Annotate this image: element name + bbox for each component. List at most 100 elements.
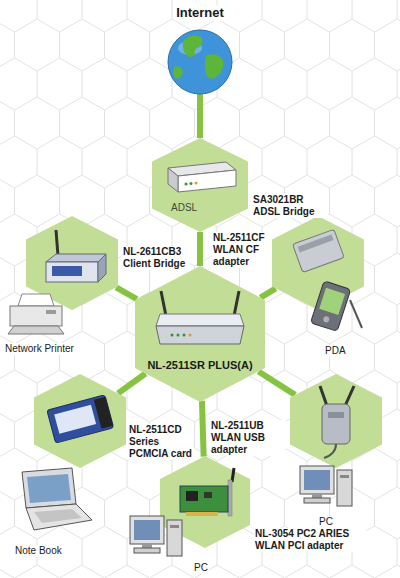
pc-device bbox=[300, 466, 352, 506]
device-name: NL-3054 PC2 ARIES WLAN PCI adapter bbox=[254, 528, 366, 552]
globe-outline bbox=[168, 30, 232, 94]
adsl-modem bbox=[185, 183, 188, 186]
notebook-device bbox=[26, 504, 92, 530]
pcmcia-hexagon: NL-2511CD Series PCMCIA card bbox=[34, 374, 126, 468]
device-name-holder: Internet bbox=[140, 3, 260, 21]
usb-hexagon: NL-2511UB WLAN USB adapter bbox=[290, 374, 382, 468]
adsl-modem bbox=[195, 182, 198, 185]
device-name: NL-2511UB WLAN USB adapter bbox=[210, 420, 286, 456]
device-label: PDA bbox=[324, 345, 347, 357]
hexagon-outline bbox=[135, 266, 265, 402]
device-label-holder: PC bbox=[318, 511, 348, 529]
notebook-device bbox=[27, 474, 71, 503]
adsl-modem bbox=[168, 162, 236, 192]
adsl-hexagon: ADSLSA3021BR ADSL Bridge bbox=[152, 138, 248, 232]
pc-device bbox=[142, 544, 152, 548]
pc-device bbox=[340, 475, 349, 478]
notebook-device bbox=[34, 509, 82, 523]
client-bridge-device bbox=[56, 230, 58, 256]
globe-outline bbox=[168, 30, 232, 94]
device-name-holder: NL-2511UB WLAN USB adapter bbox=[210, 420, 286, 457]
pc-device bbox=[170, 525, 179, 528]
device-name-holder: ADSL bbox=[170, 197, 210, 215]
router-device bbox=[156, 326, 244, 344]
printer-device bbox=[46, 310, 56, 314]
device-model-holder: SA3021BR ADSL Bridge bbox=[252, 194, 328, 219]
pc-device bbox=[167, 520, 182, 556]
hexagon-outline bbox=[160, 456, 250, 548]
adsl-modem bbox=[190, 182, 193, 185]
router-device bbox=[177, 334, 180, 337]
hexagon-outline bbox=[290, 374, 382, 468]
pda-device bbox=[323, 316, 331, 324]
network-link bbox=[260, 288, 275, 297]
client-bridge-device bbox=[46, 262, 98, 282]
pc-device bbox=[304, 498, 330, 503]
pci-card-device bbox=[228, 480, 232, 516]
notebook-device bbox=[22, 468, 76, 508]
pc-device bbox=[130, 516, 182, 556]
pc-device bbox=[134, 548, 160, 553]
device-label: Note Book bbox=[14, 545, 63, 557]
bridge-hexagon: NL-2611CB3 Client Bridge bbox=[26, 216, 118, 310]
pc-device bbox=[134, 520, 160, 540]
router-device bbox=[156, 314, 244, 326]
printer-device bbox=[8, 326, 64, 334]
printer-device bbox=[18, 294, 54, 306]
hexagon-outline bbox=[152, 138, 248, 232]
device-model: SA3021BR ADSL Bridge bbox=[252, 194, 328, 218]
router-hexagon: NL-2511SR PLUS(A) bbox=[135, 266, 265, 402]
pc-device bbox=[300, 466, 334, 494]
pci-card-device bbox=[204, 492, 212, 498]
hexagon-outline bbox=[34, 374, 126, 468]
usb-adapter-device bbox=[328, 412, 344, 418]
pci-hexagon: NL-3054 PC2 ARIES WLAN PCI adapter bbox=[160, 456, 250, 548]
device-name: NL-2511CD Series PCMCIA card bbox=[128, 424, 194, 460]
device-name-holder: NL-2511CD Series PCMCIA card bbox=[128, 424, 194, 461]
hexagon-outline bbox=[26, 216, 118, 310]
hexagon-outline bbox=[152, 138, 248, 232]
network-link bbox=[116, 287, 137, 299]
usb-adapter-device bbox=[322, 404, 350, 444]
network-link bbox=[202, 401, 204, 457]
pc-device bbox=[312, 494, 322, 498]
device-label-holder: PDA bbox=[324, 340, 364, 358]
router-device bbox=[183, 334, 186, 337]
client-bridge-device bbox=[52, 266, 82, 276]
device-name-holder: NL-2511CF WLAN CF adapter bbox=[212, 232, 272, 269]
pci-card-device bbox=[232, 468, 234, 482]
device-label: PC bbox=[193, 562, 209, 574]
network-link bbox=[197, 94, 203, 138]
pci-card-device bbox=[186, 491, 198, 501]
device-label-holder: PC bbox=[193, 557, 223, 575]
network-link bbox=[118, 374, 145, 394]
device-label: Network Printer bbox=[4, 343, 75, 355]
pda-device bbox=[350, 300, 362, 328]
pci-card-device bbox=[180, 486, 228, 512]
pc-device bbox=[337, 470, 352, 506]
hexagon-outline bbox=[26, 216, 118, 310]
cf-hexagon: NL-2511CF WLAN CF adapter bbox=[272, 216, 364, 310]
router-device bbox=[171, 334, 174, 337]
network-link bbox=[258, 371, 295, 394]
pci-card-device bbox=[186, 512, 218, 516]
pc-device bbox=[130, 516, 164, 544]
device-name: Internet bbox=[175, 5, 225, 21]
device-name: NL-2511SR PLUS(A) bbox=[146, 359, 253, 372]
hexagon-outline bbox=[34, 374, 126, 468]
hexagon-outline bbox=[272, 216, 364, 310]
pda-device bbox=[319, 288, 345, 315]
device-name-holder: NL-3054 PC2 ARIES WLAN PCI adapter bbox=[254, 528, 366, 553]
device-name: ADSL bbox=[170, 202, 198, 214]
device-name: NL-2511CF WLAN CF adapter bbox=[212, 232, 272, 268]
device-name-holder: NL-2511SR PLUS(A) bbox=[135, 355, 265, 373]
notebook-device bbox=[22, 468, 92, 530]
client-bridge-device bbox=[46, 254, 106, 262]
device-name-holder: NL-2611CB3 Client Bridge bbox=[122, 246, 190, 271]
internet-globe: Internet bbox=[168, 30, 232, 94]
hexagon-outline bbox=[160, 456, 250, 548]
printer-device bbox=[10, 306, 62, 326]
